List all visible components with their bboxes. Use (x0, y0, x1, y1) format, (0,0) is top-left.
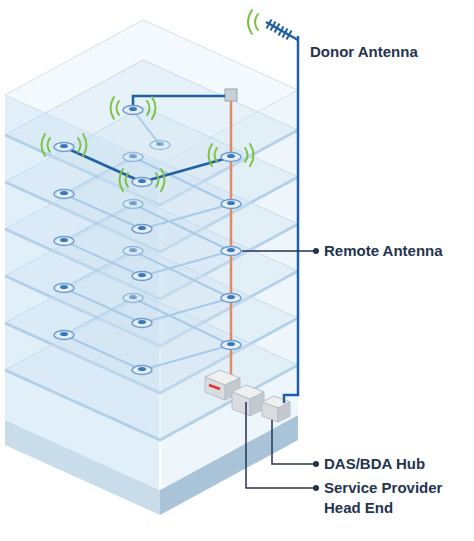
floor-antennas (54, 153, 241, 375)
donor-antenna (248, 10, 298, 403)
callout-label: Service Provider Head End (324, 478, 464, 518)
hub-equipment (205, 370, 290, 422)
glass-walls (5, 20, 298, 490)
leader-dots (313, 248, 319, 491)
leader-lines (242, 251, 316, 488)
riser-cable (230, 95, 233, 382)
callout-label: Donor Antenna (310, 42, 470, 62)
callout-label: DAS/BDA Hub (324, 454, 474, 474)
floor-slabs (5, 60, 298, 440)
callout-label: Remote Antenna (324, 241, 474, 261)
top-floor-antennas (42, 89, 254, 191)
